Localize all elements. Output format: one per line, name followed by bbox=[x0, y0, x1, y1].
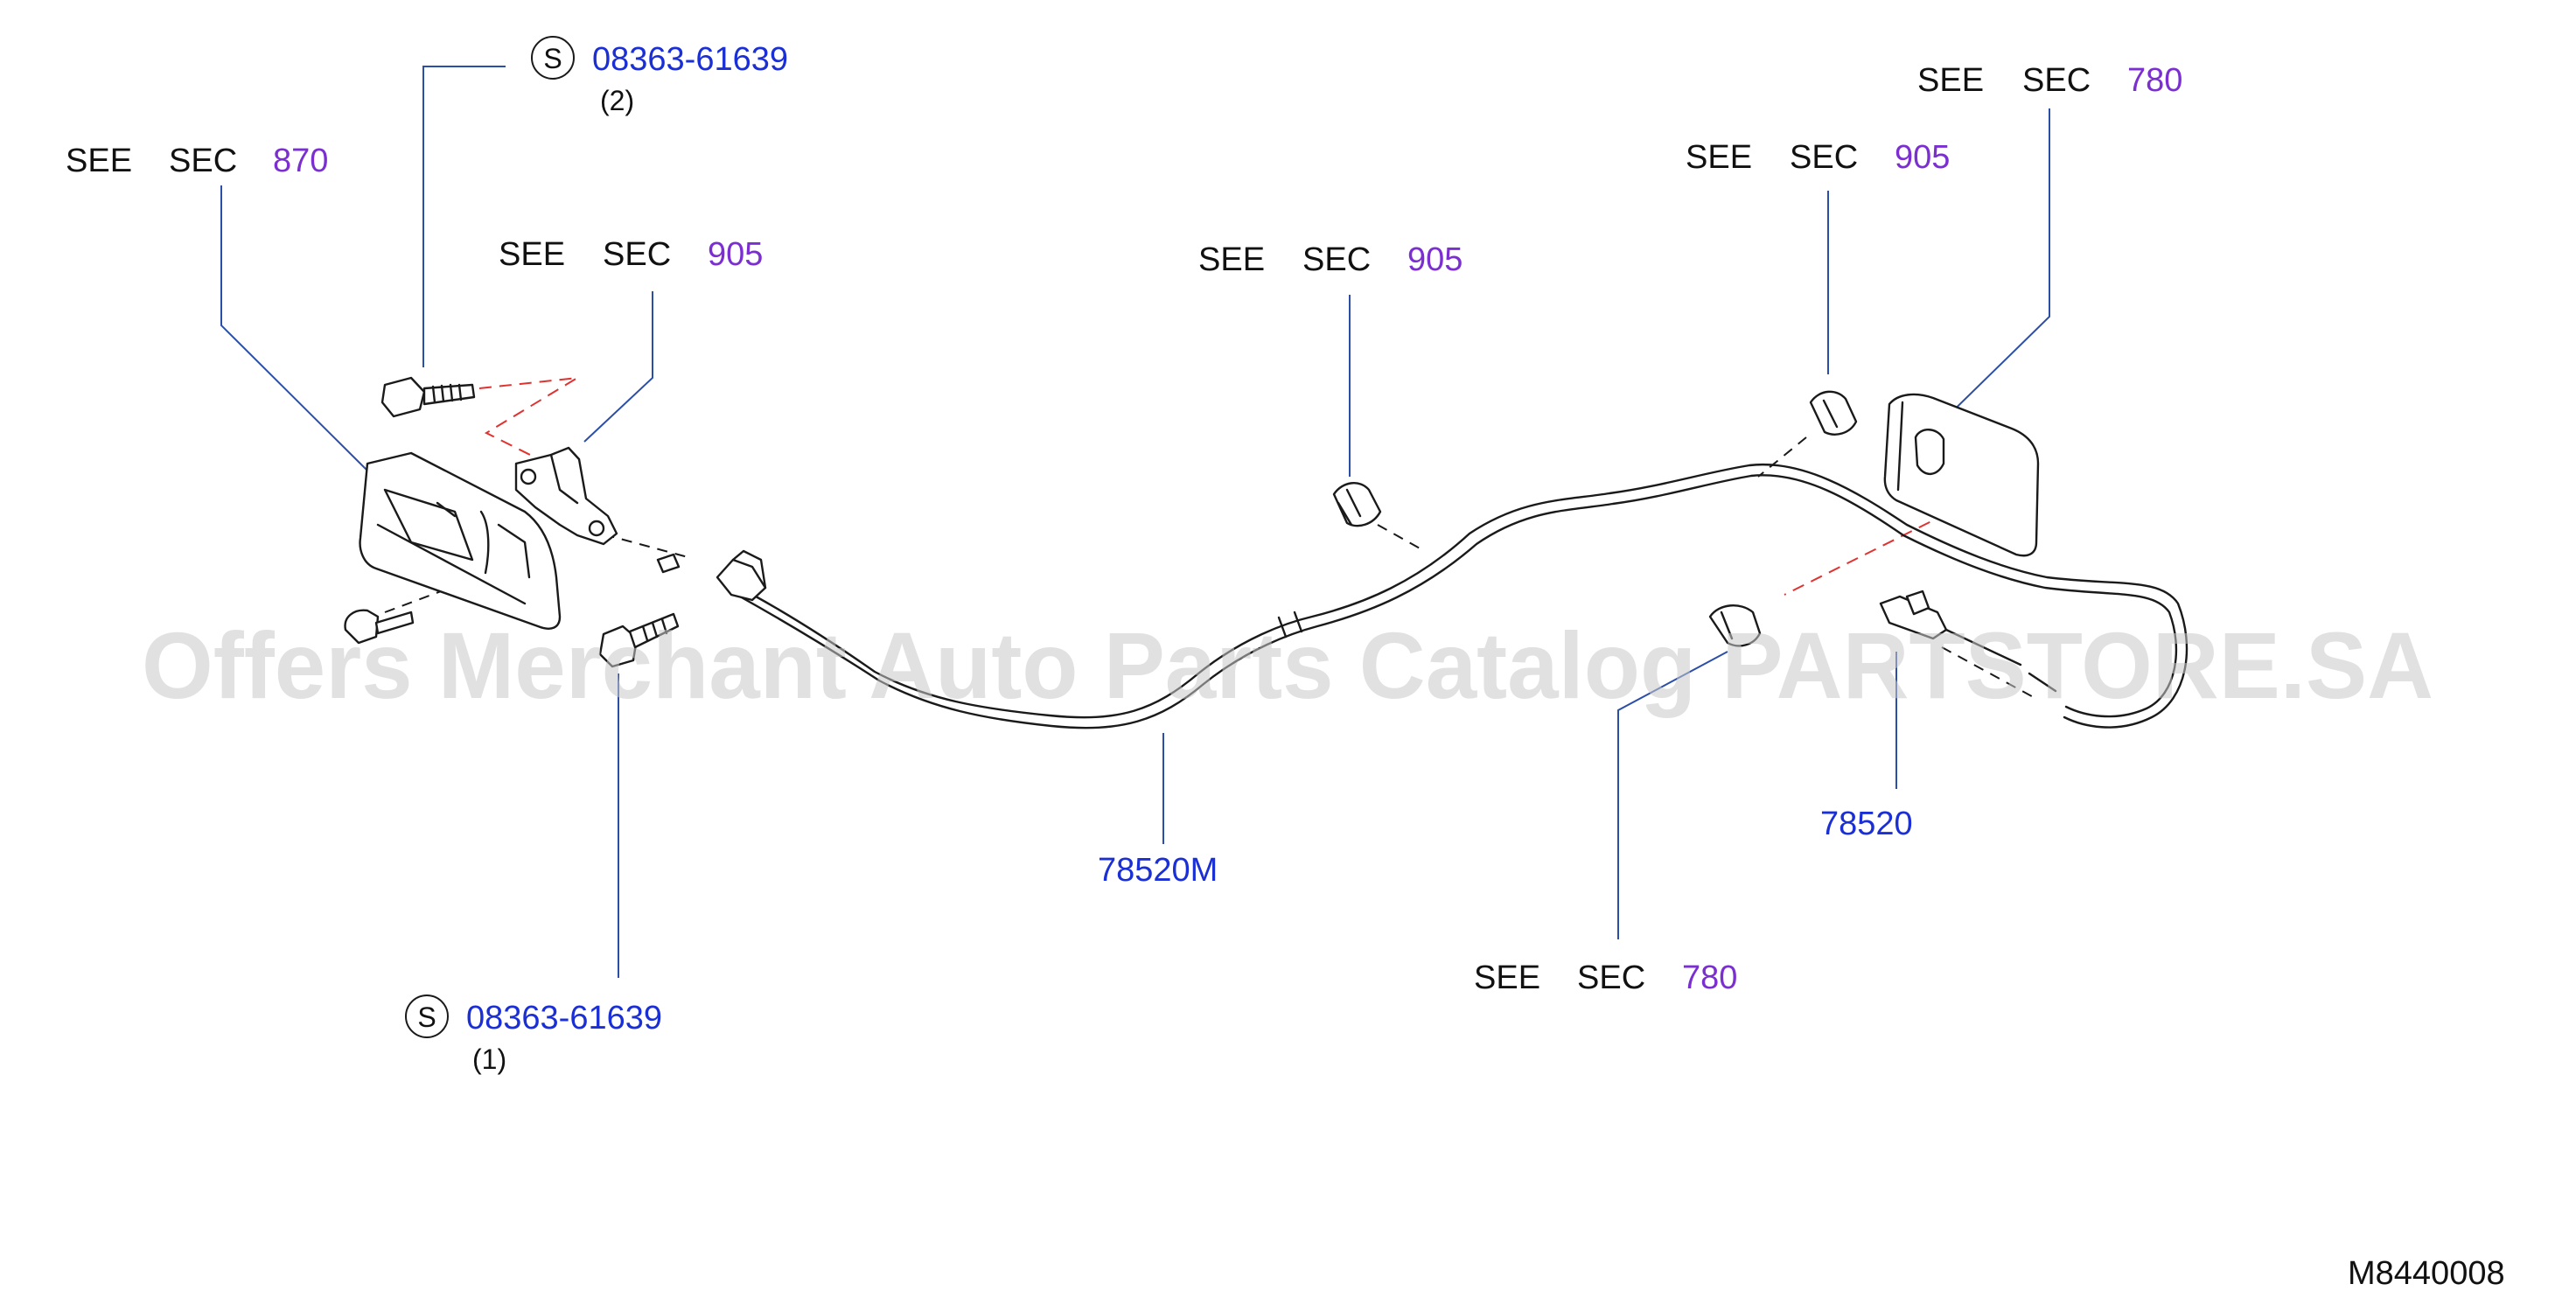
sec-label: SEC bbox=[2022, 62, 2091, 99]
bolt-bottom-shank bbox=[628, 612, 680, 649]
bolt-top-head bbox=[380, 376, 426, 418]
callout-sec-905-clip-right: SEE SEC 905 bbox=[1686, 139, 1950, 176]
part-number-link[interactable]: 08363-61639 bbox=[466, 1000, 662, 1036]
leader-sec-870 bbox=[220, 185, 368, 471]
callout-sec-905-bracket: SEE SEC 905 bbox=[499, 236, 763, 273]
clip-right-body bbox=[1809, 390, 1858, 436]
watermark: Offers Merchant Auto Parts Catalog PARTS… bbox=[142, 612, 2433, 718]
bolt-top-shank bbox=[422, 383, 476, 406]
guide-center-clip bbox=[1377, 524, 1422, 550]
see-label: SEE bbox=[1198, 241, 1265, 278]
cable-end-fitting-right bbox=[1879, 590, 2057, 693]
sec-label: SEC bbox=[169, 143, 237, 179]
clip-center-detail bbox=[1337, 488, 1362, 527]
clip-bottom-right bbox=[1708, 604, 1762, 647]
clip-fastener bbox=[344, 609, 415, 645]
guide-red-right bbox=[1784, 494, 1985, 596]
bracket bbox=[514, 446, 618, 546]
see-label: SEE bbox=[499, 236, 565, 273]
clip-center-body bbox=[1332, 482, 1382, 527]
part-number-78520-link[interactable]: 78520 bbox=[1820, 806, 1913, 842]
sec-number-link[interactable]: 905 bbox=[1407, 241, 1463, 278]
standard-part-symbol bbox=[405, 994, 449, 1038]
part-number-78520m-link[interactable]: 78520M bbox=[1098, 852, 1218, 889]
part-label-bolt-bottom: S 08363-61639 (1) bbox=[405, 994, 662, 1075]
bracket-fold bbox=[549, 453, 579, 505]
handle-detail-2 bbox=[479, 510, 531, 579]
bolt-top bbox=[380, 376, 476, 418]
clip-right-detail bbox=[1822, 399, 1839, 429]
handle-detail-3 bbox=[376, 501, 527, 605]
sec-number-link[interactable]: 870 bbox=[273, 143, 328, 179]
cable-left-fitting-detail bbox=[731, 549, 767, 590]
leader-sec-780-bottom bbox=[1617, 651, 1728, 939]
see-label: SEE bbox=[1474, 960, 1540, 996]
standard-part-letter: S bbox=[417, 1001, 436, 1033]
callout-sec-780-bottom: SEE SEC 780 bbox=[1474, 960, 1737, 996]
sec-number-link[interactable]: 780 bbox=[1682, 960, 1737, 996]
cable-kink bbox=[1277, 611, 1303, 639]
lid-panel bbox=[1883, 393, 2040, 557]
bolt-bottom bbox=[598, 612, 680, 668]
leader-sec-905-bracket bbox=[583, 291, 653, 443]
standard-part-symbol bbox=[531, 36, 575, 80]
guide-red-top-bolt bbox=[478, 377, 578, 471]
fitting-78520-nut bbox=[1905, 590, 1930, 616]
part-quantity: (2) bbox=[600, 85, 634, 116]
lid-panel-hook bbox=[1914, 429, 1945, 476]
handle-assembly bbox=[359, 451, 562, 630]
callout-sec-870-top-left: SEE SEC 870 bbox=[66, 143, 328, 179]
pin bbox=[656, 553, 681, 574]
callout-sec-905-clip-center: SEE SEC 905 bbox=[1198, 241, 1463, 278]
sec-label: SEC bbox=[1790, 139, 1858, 176]
sec-label: SEC bbox=[603, 236, 671, 273]
diagram-code: M8440008 bbox=[2348, 1255, 2505, 1292]
fitting-78520-shaft bbox=[1944, 628, 2057, 693]
cable-end-fitting-left bbox=[656, 549, 767, 602]
clip-center bbox=[1332, 482, 1382, 527]
clip-right bbox=[1809, 390, 1858, 436]
see-label: SEE bbox=[1686, 139, 1752, 176]
handle-detail-1 bbox=[383, 488, 474, 562]
leader-sec-780-top-right bbox=[1932, 108, 2050, 431]
bracket-hole-2 bbox=[588, 520, 605, 537]
part-label-bolt-top: S 08363-61639 (2) bbox=[531, 36, 788, 116]
cable-78520m bbox=[731, 463, 2189, 729]
cable-outer-bottom bbox=[738, 474, 2178, 729]
bolt-top-thread bbox=[431, 383, 463, 404]
cable-outer-top bbox=[731, 463, 2189, 729]
guide-right-clip bbox=[1757, 436, 1807, 478]
lid-panel-edge bbox=[1896, 401, 1904, 492]
lid-panel-body bbox=[1883, 393, 2040, 557]
sec-number-link[interactable]: 780 bbox=[2127, 62, 2182, 99]
sec-number-link[interactable]: 905 bbox=[1895, 139, 1950, 176]
sec-label: SEC bbox=[1577, 960, 1645, 996]
bolt-bottom-thread bbox=[641, 618, 668, 642]
clip-bottom-right-detail bbox=[1720, 611, 1734, 640]
part-number-link[interactable]: 08363-61639 bbox=[592, 41, 788, 78]
clip-fastener-shank bbox=[374, 611, 415, 635]
leader-lines bbox=[220, 66, 2050, 978]
cable-left-fitting bbox=[716, 558, 767, 602]
standard-part-letter: S bbox=[543, 43, 562, 74]
bracket-hole-1 bbox=[520, 468, 537, 485]
leader-bolt-top bbox=[422, 66, 506, 367]
sec-label: SEC bbox=[1302, 241, 1371, 278]
sec-number-link[interactable]: 905 bbox=[708, 236, 763, 273]
see-label: SEE bbox=[1917, 62, 1984, 99]
part-quantity: (1) bbox=[472, 1043, 506, 1075]
see-label: SEE bbox=[66, 143, 132, 179]
callout-sec-780-top-right: SEE SEC 780 bbox=[1917, 62, 2182, 99]
bolt-bottom-head bbox=[598, 625, 639, 668]
